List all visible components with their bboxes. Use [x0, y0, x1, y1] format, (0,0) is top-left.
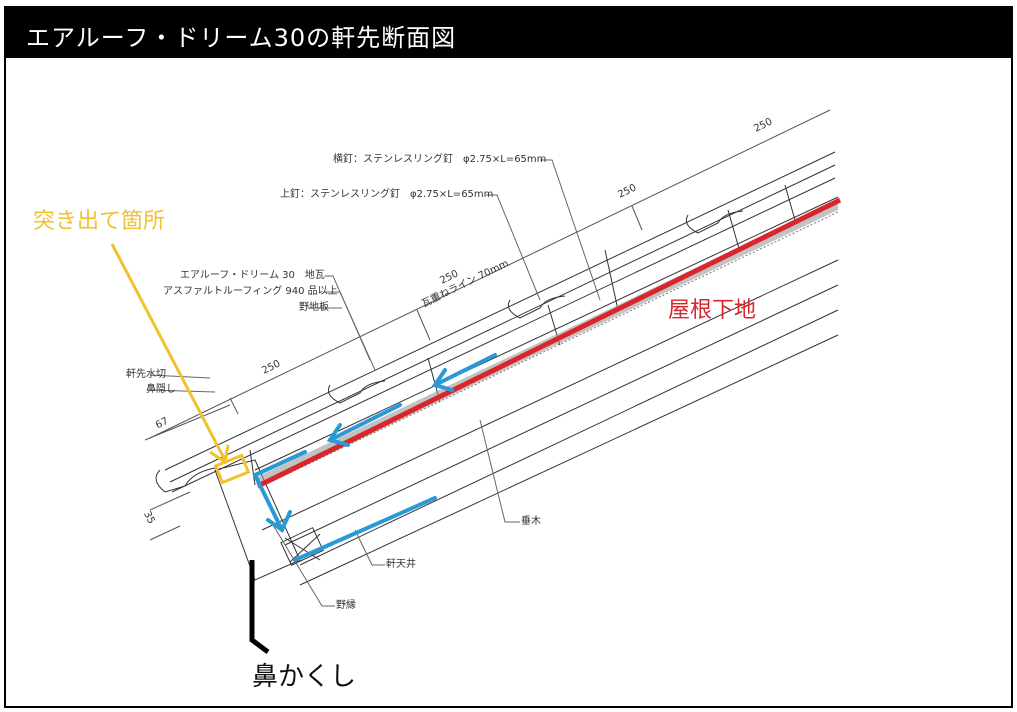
label-nobuchi: 野縁 [336, 600, 356, 611]
fascia-marker [249, 560, 270, 654]
label-noki-tenjo: 軒天井 [386, 559, 416, 570]
protrusion-annotation: 突き出て箇所 [33, 209, 166, 234]
water-flow-arrows [252, 353, 497, 562]
label-nojiita: 野地板 [299, 302, 329, 313]
label-taruki: 垂木 [521, 516, 541, 527]
fascia-annotation: 鼻かくし [252, 662, 357, 692]
label-asphalt-roofing: アスファルトルーフィング 940 品以上 [163, 286, 338, 297]
label-hanakakushi: 鼻隠し [146, 384, 176, 395]
protrusion-marker [110, 243, 251, 485]
roof-base-annotation: 屋根下地 [668, 298, 757, 323]
title-bar: エアルーフ・ドリーム30の軒先断面図 [4, 6, 1013, 58]
label-nokisaki-mizukiri: 軒先水切 [126, 369, 166, 380]
label-jigawara: エアルーフ・ドリーム 30 地瓦 [180, 270, 325, 281]
label-uwakugi: 上釘：ステンレスリング釘 φ2.75×L=65mm [280, 189, 494, 200]
label-yokokugi: 横釘：ステンレスリング釘 φ2.75×L=65mm [333, 154, 547, 165]
roof-base-line [256, 197, 842, 489]
page-title: エアルーフ・ドリーム30の軒先断面図 [26, 24, 457, 52]
